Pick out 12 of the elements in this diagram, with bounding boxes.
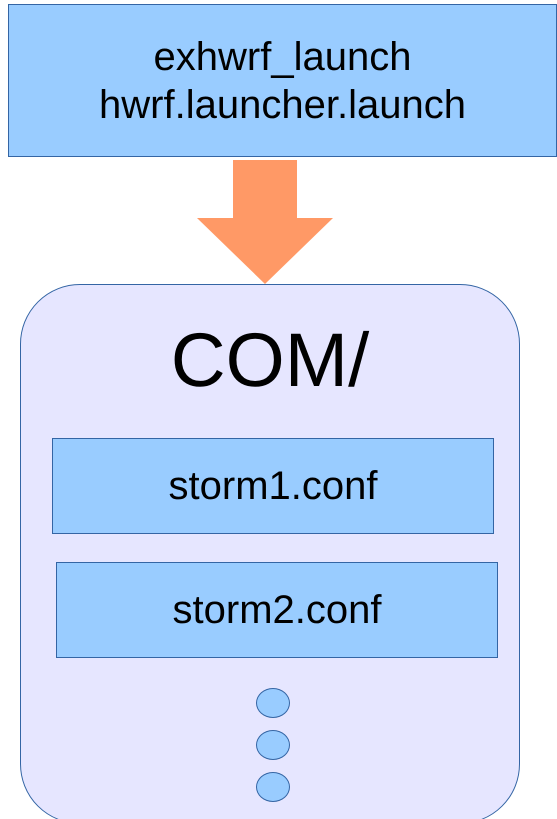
file-box	[56, 562, 498, 658]
file-box	[52, 438, 494, 534]
node-label: storm1.conf	[168, 463, 378, 510]
process-box	[8, 4, 557, 157]
container-box	[20, 284, 520, 819]
ellipsis-dot	[256, 772, 290, 802]
ellipsis-dot	[256, 688, 290, 718]
node-label: COM/	[170, 323, 370, 399]
node-label: storm2.conf	[172, 587, 382, 634]
ellipsis-dot	[256, 730, 290, 760]
arrow	[197, 160, 333, 284]
node-label: exhwrf_launch hwrf.launcher.launch	[98, 34, 467, 128]
